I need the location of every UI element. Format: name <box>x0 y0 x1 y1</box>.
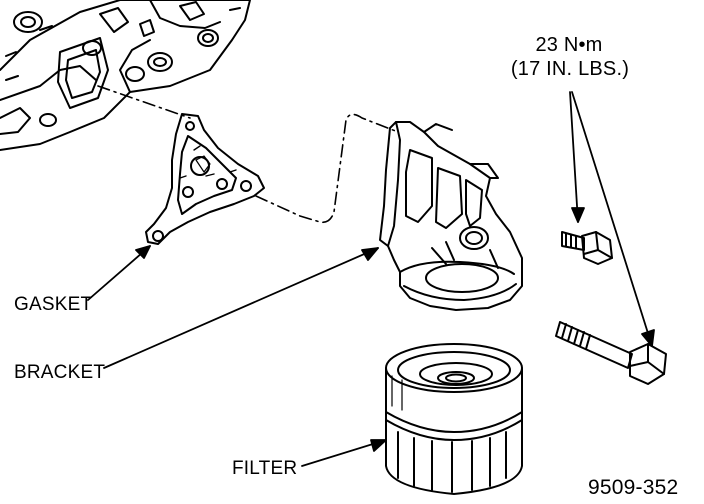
gasket-label: GASKET <box>14 294 93 315</box>
gasket-leader <box>87 245 151 301</box>
torque-arrowhead-long <box>641 329 655 347</box>
bracket-part <box>379 121 523 311</box>
figure-number: 9509-352 <box>588 476 679 499</box>
torque-imperial-label: (17 IN. LBS.) <box>510 58 630 80</box>
bracket-label: BRACKET <box>14 362 106 383</box>
alignment-line <box>97 85 399 224</box>
torque-arrowhead-short <box>571 207 585 223</box>
long-bolt <box>555 321 667 385</box>
bracket-leader <box>103 247 379 369</box>
gasket-arrowhead <box>135 245 151 259</box>
gasket-part <box>145 113 265 245</box>
short-bolt <box>561 231 613 265</box>
torque-metric-label: 23 N•m <box>535 34 603 56</box>
filter-arrowhead <box>370 439 387 452</box>
torque-leader-long <box>571 91 653 347</box>
torque-leader-short <box>569 91 579 223</box>
filter-label: FILTER <box>232 458 298 479</box>
bracket-arrowhead <box>361 247 379 261</box>
oil-filter-part <box>385 343 523 495</box>
leader-lines <box>87 91 655 467</box>
engine-block <box>0 0 251 151</box>
